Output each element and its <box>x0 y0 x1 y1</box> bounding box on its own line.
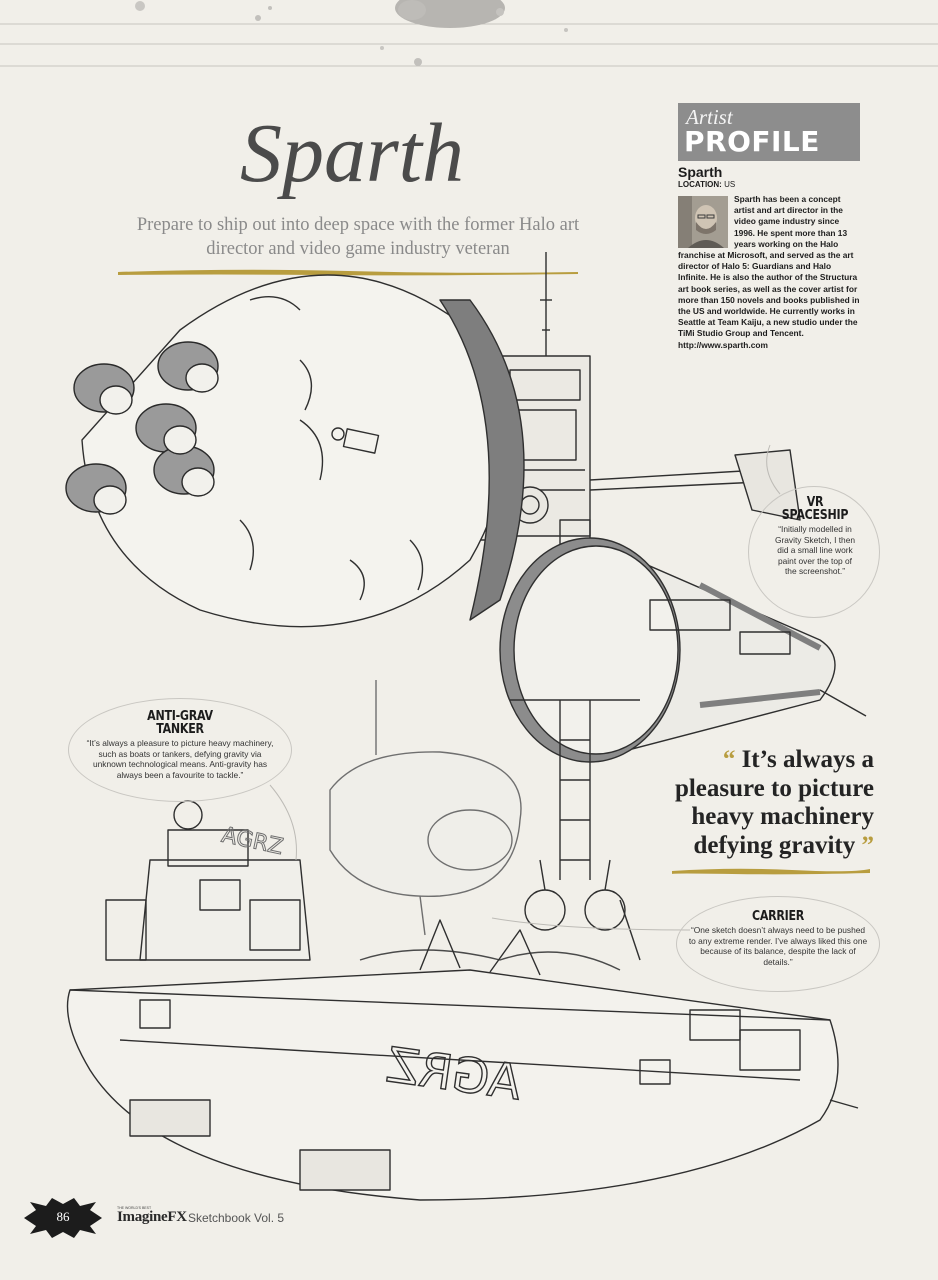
callout-vr-heading-1: VR <box>806 495 824 510</box>
location-label: LOCATION: <box>678 180 722 189</box>
page-footer: 86 THE WORLD'S BEST ImagineFX Sketchbook… <box>24 1198 424 1238</box>
gold-brush-stroke-quote <box>672 868 870 875</box>
article-subtitle: Prepare to ship out into deep space with… <box>136 215 580 259</box>
callout-vr-body: “Initially modelled in Gravity Sketch, I… <box>774 524 856 577</box>
callout-ring-vr <box>748 486 880 618</box>
callout-carrier: CARRIER “One sketch doesn’t always need … <box>688 910 868 967</box>
callout-carrier-heading: CARRIER <box>751 909 805 924</box>
callout-carrier-body: “One sketch doesn’t always need to be pu… <box>688 925 868 967</box>
ink-splatter-header <box>0 0 938 67</box>
profile-name: Sparth <box>678 164 723 180</box>
profile-label-profile: PROFILE <box>684 125 820 158</box>
issue-title: Sketchbook Vol. 5 <box>188 1211 285 1225</box>
callout-antigrav-heading-2: TANKER <box>156 722 204 737</box>
brand-tagline: THE WORLD'S BEST <box>117 1206 152 1210</box>
callout-antigrav-heading-1: ANTI-GRAV <box>147 709 213 724</box>
profile-bio: Sparth has been a concept artist and art… <box>678 194 860 351</box>
profile-label-artist: Artist <box>686 105 733 129</box>
page-number: 86 <box>56 1209 70 1224</box>
magazine-brand: ImagineFX <box>117 1209 187 1225</box>
quote-open-mark: “ <box>722 746 736 773</box>
artist-website-link[interactable]: http://www.sparth.com <box>678 339 768 350</box>
callout-vr-spaceship: VR SPACESHIP “Initially modelled in Grav… <box>760 496 870 577</box>
article-title: Sparth <box>239 107 465 200</box>
profile-location: LOCATION: US <box>678 180 860 190</box>
callout-antigrav-tanker: ANTI-GRAV TANKER “It’s always a pleasure… <box>82 710 278 780</box>
bio-text: Sparth has been a concept artist and art… <box>678 194 860 339</box>
artist-profile-panel: Artist PROFILE Sparth LOCATION: US Spart… <box>678 103 860 351</box>
callout-ring-antigrav <box>68 698 292 802</box>
pull-quote: “ It’s always a pleasure to picture heav… <box>648 746 874 860</box>
quote-text: It’s always a pleasure to picture heavy … <box>674 746 874 859</box>
location-value: US <box>724 180 736 189</box>
callout-vr-heading-2: SPACESHIP <box>781 508 849 523</box>
artist-portrait-image <box>678 196 728 248</box>
carrier-hull-text: AGRZ <box>219 823 285 860</box>
callout-ring-carrier <box>676 896 880 992</box>
gold-brush-stroke <box>118 269 578 276</box>
portrait-icon <box>678 196 728 248</box>
page-number-badge-icon <box>24 1198 102 1238</box>
profile-header: Artist PROFILE <box>678 103 860 161</box>
callout-antigrav-body: “It’s always a pleasure to picture heavy… <box>86 738 274 780</box>
quote-close-mark: ” <box>861 831 875 859</box>
